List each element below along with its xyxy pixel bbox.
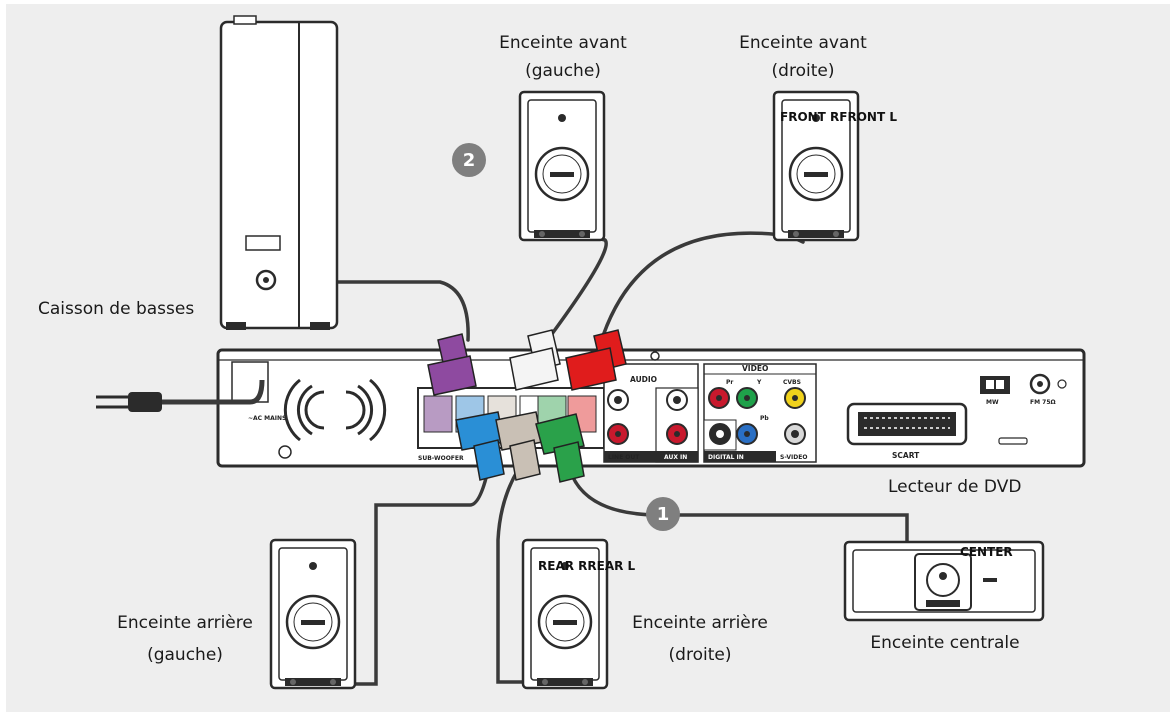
center-tag: CENTER [960,545,1013,559]
front-right-cable [598,231,805,347]
subwoofer-port-label: SUB-WOOFER [418,455,464,462]
dvd-player-label: Lecteur de DVD [888,477,1021,497]
step-badge-2: 2 [452,143,486,177]
front-left-label-line2: (gauche) [525,61,601,81]
audio-label: AUDIO [630,375,657,384]
front-left-speaker [518,90,606,242]
fan-vent [283,378,387,442]
power-cable [96,379,265,412]
front-left-label-line1: Enceinte avant [499,33,627,53]
panel-labels: ~AC MAINS SUB-WOOFER AUDIO VIDEO LINE OU… [248,364,1056,462]
center-speaker-unit [843,540,1045,622]
step-badge-1: 1 [646,497,680,531]
callout-labels: Enceinte avant (gauche) Enceinte avant (… [38,33,1021,665]
ac-mains-label: ~AC MAINS [248,415,286,422]
front-right-label-line1: Enceinte avant [739,33,867,53]
mw-label: MW [986,399,999,406]
rear-left-cable [328,468,490,686]
rear-left-label-line2: (gauche) [147,645,223,665]
subwoofer-cable [270,280,470,342]
line-out-label: LINE OUT [608,454,640,461]
speaker-plugs [427,329,627,483]
pr-label: Pr [726,379,733,386]
video-label: VIDEO [742,364,768,373]
rear-right-label-line1: Enceinte arrière [632,613,768,633]
center-plug [535,413,585,483]
rear-right-cable [496,468,538,684]
center-cable [568,468,937,610]
cvbs-label: CVBS [783,379,801,386]
rear-left-plug [455,411,505,481]
fm-label: FM 75Ω [1030,399,1056,406]
pb-label: Pb [760,415,769,422]
digital-in-label: DIGITAL IN [708,454,744,461]
y-label: Y [756,379,762,386]
rear-right-label-line2: (droite) [669,645,732,665]
front-left-plug [509,329,561,391]
rear-tag: REAR RREAR L [538,559,636,573]
s-video-label: S-VIDEO [780,454,807,461]
center-speaker-label: Enceinte centrale [870,633,1019,653]
subwoofer-unit [219,15,339,330]
scart-label: SCART [892,451,920,460]
dvd-player-back-panel [216,348,1086,468]
front-right-tag: FRONT RFRONT L [780,110,897,124]
rear-left-speaker [269,538,357,690]
rear-right-plug [495,411,543,481]
subwoofer-plug [427,333,477,396]
subwoofer-label: Caisson de basses [38,299,194,319]
front-right-label-line2: (droite) [772,61,835,81]
front-right-plug [565,329,627,391]
step-number-1: 1 [657,504,670,525]
step-number-2: 2 [463,150,476,171]
aux-in-label: AUX IN [664,454,687,461]
rear-left-label-line1: Enceinte arrière [117,613,253,633]
